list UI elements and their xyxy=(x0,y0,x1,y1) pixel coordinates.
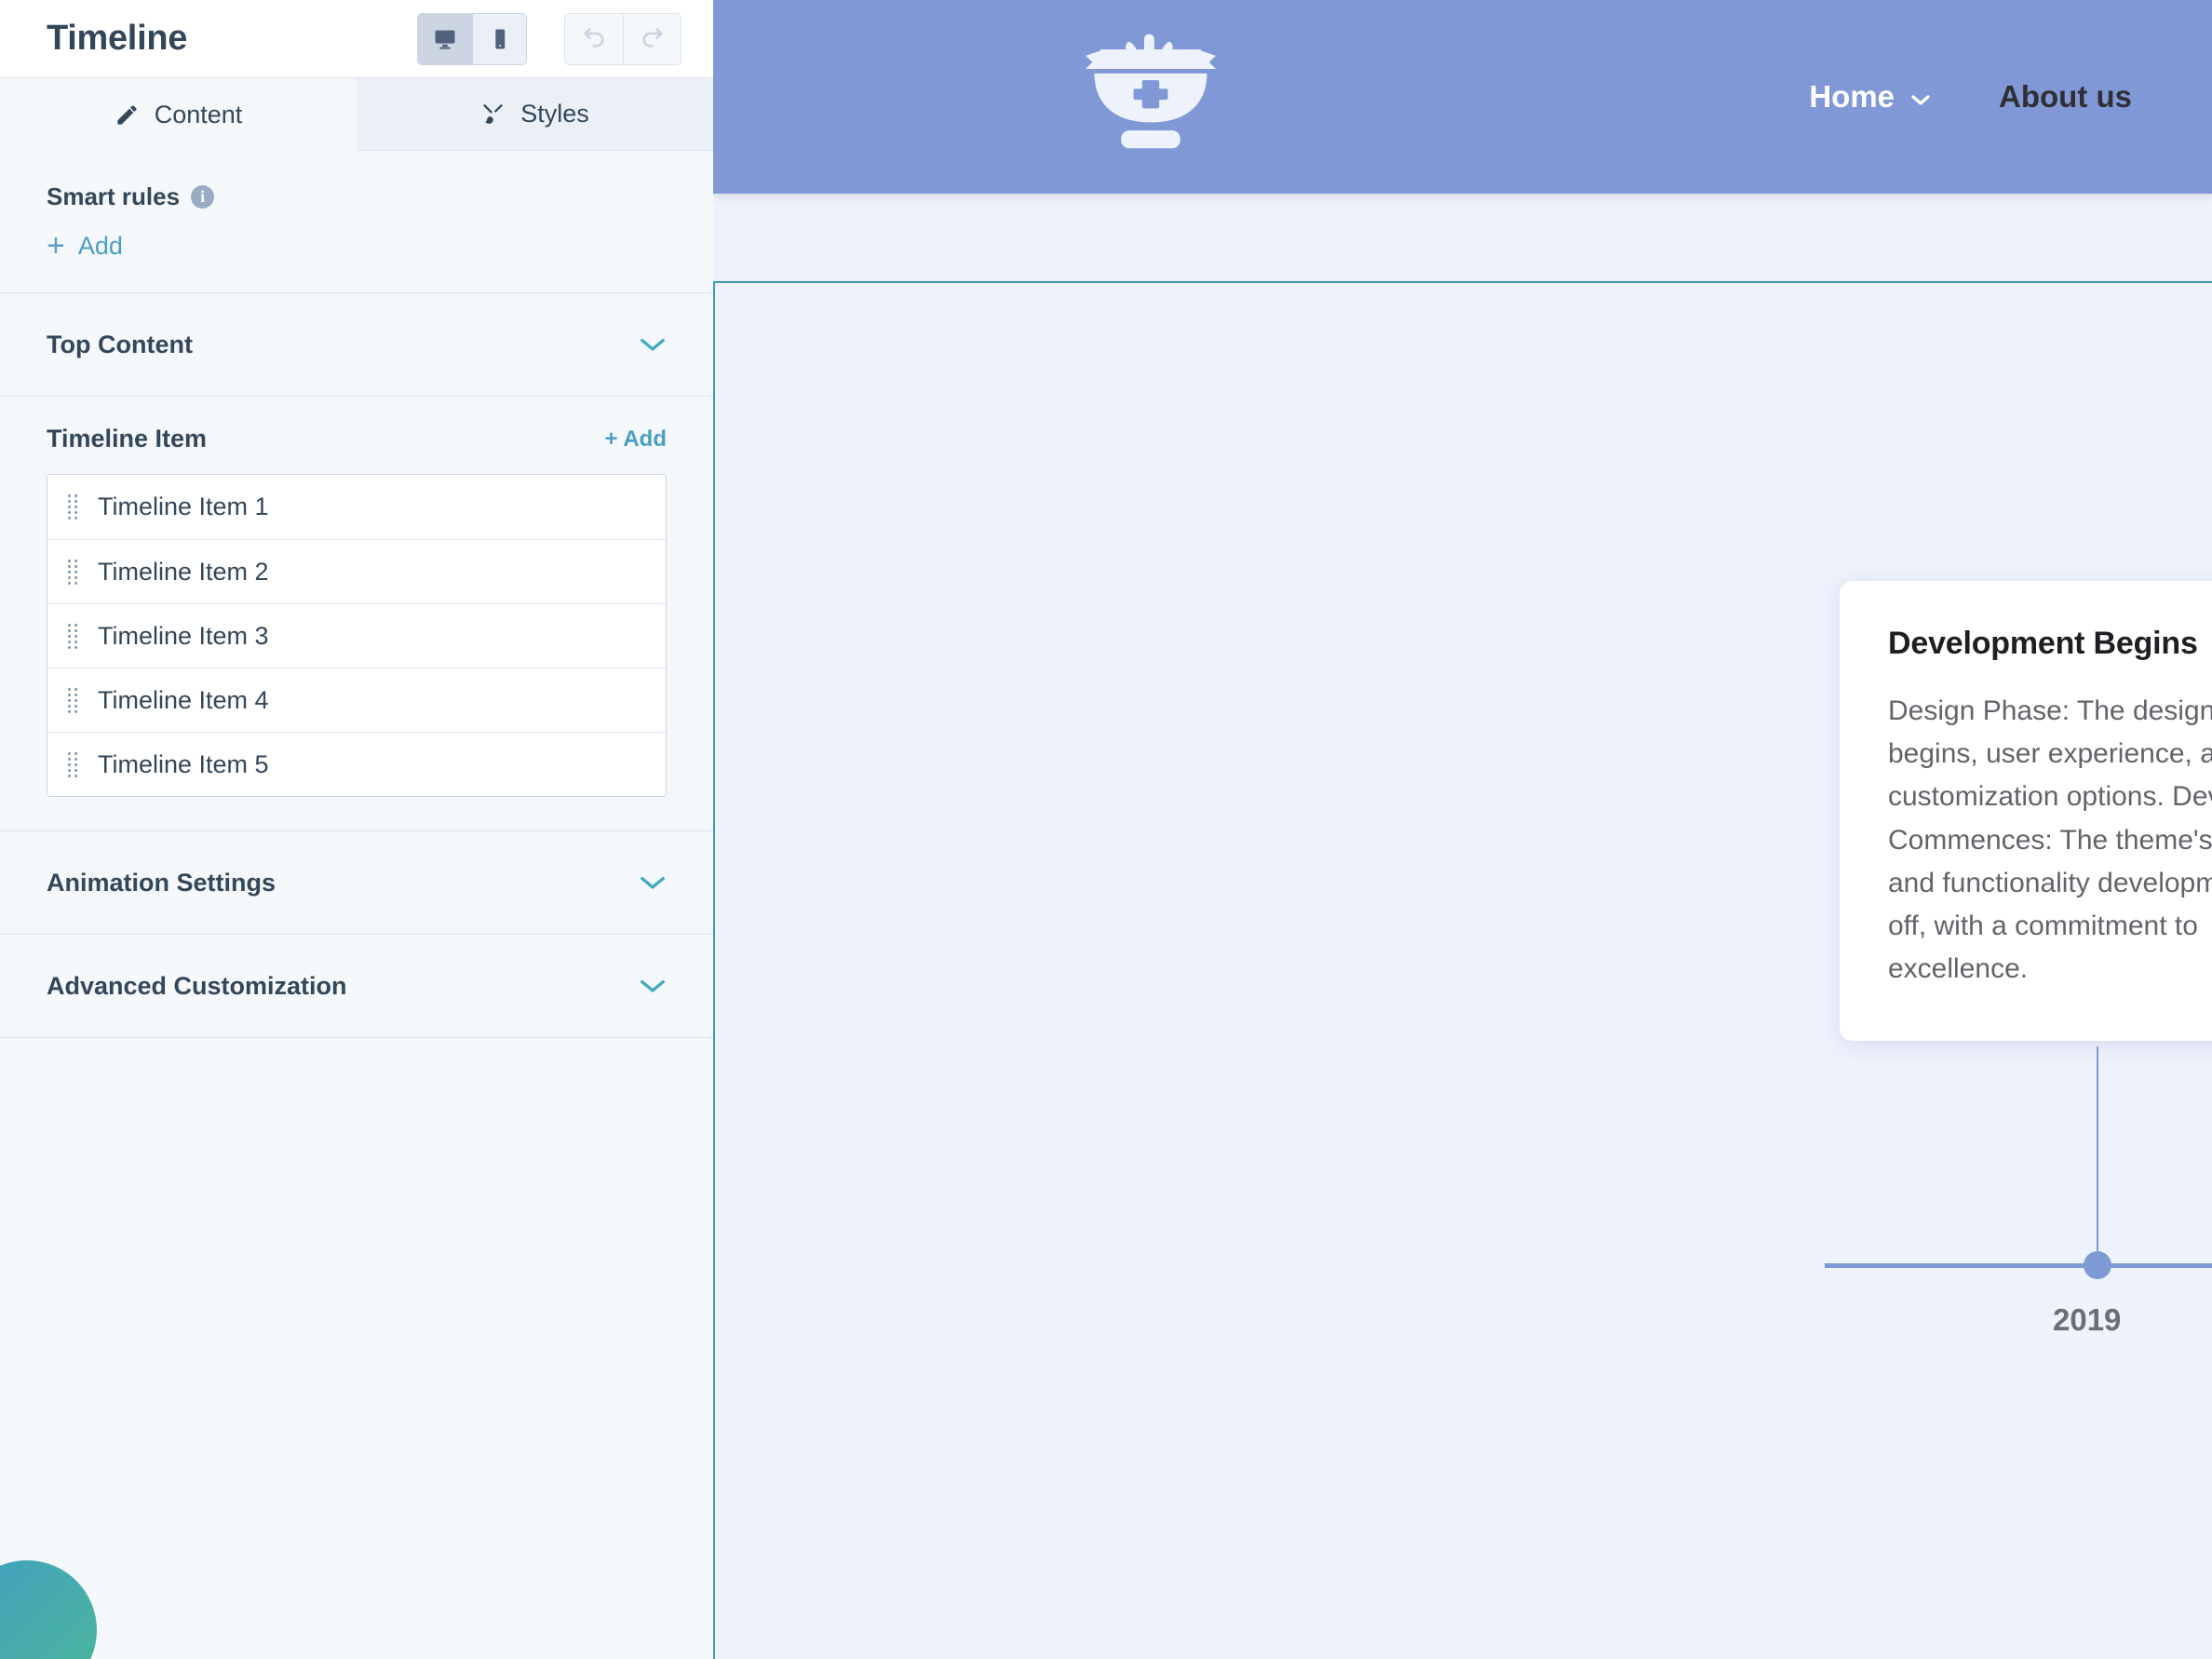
tab-content-label: Content xyxy=(154,100,243,128)
nav-item-home-label: Home xyxy=(1809,79,1895,114)
list-item[interactable]: Timeline Item 3 xyxy=(47,603,666,668)
list-item-label: Timeline Item 3 xyxy=(98,621,269,650)
timeline-card-body: Design Phase: The design process begins,… xyxy=(1888,695,2212,985)
animation-settings-label: Animation Settings xyxy=(47,868,276,897)
nav-item-home[interactable]: Home xyxy=(1809,79,1932,115)
top-content-label: Top Content xyxy=(47,330,193,358)
timeline-item-group-label: Timeline Item xyxy=(47,425,208,452)
smart-rules-label-row: Smart rules i xyxy=(47,182,667,211)
desktop-icon xyxy=(432,26,458,52)
sidebar-header: Timeline xyxy=(0,0,713,78)
animation-settings-section: Animation Settings xyxy=(0,831,713,935)
undo-button[interactable] xyxy=(565,13,623,64)
history-controls[interactable] xyxy=(564,12,681,65)
editor-sidebar: Timeline xyxy=(0,0,713,1659)
list-item-label: Timeline Item 1 xyxy=(98,492,269,520)
paintbrush-icon xyxy=(480,101,506,127)
chevron-down-icon xyxy=(639,874,667,891)
drag-handle-icon[interactable] xyxy=(68,623,77,649)
page-title: Timeline xyxy=(47,19,188,58)
top-content-section: Top Content xyxy=(0,293,713,397)
timeline-connector-2019 xyxy=(2097,1046,2098,1262)
desktop-preview-button[interactable] xyxy=(418,13,472,64)
info-icon[interactable]: i xyxy=(191,185,215,209)
advanced-customization-label: Advanced Customization xyxy=(47,971,347,1000)
redo-button[interactable] xyxy=(623,13,681,64)
timeline-dot-2019[interactable] xyxy=(2084,1251,2111,1279)
site-header: Home About us xyxy=(713,0,2212,194)
pharmacy-mortar-logo[interactable] xyxy=(1076,30,1225,165)
tab-styles-label: Styles xyxy=(520,100,589,128)
pencil-icon xyxy=(115,102,140,128)
tab-styles[interactable]: Styles xyxy=(357,78,713,151)
undo-icon xyxy=(579,22,609,55)
smart-rules-label: Smart rules xyxy=(47,182,181,210)
list-item[interactable]: Timeline Item 1 xyxy=(47,475,666,539)
mobile-icon xyxy=(487,26,513,52)
tab-content[interactable]: Content xyxy=(0,78,357,151)
timeline-card-2019[interactable]: Development Begins Design Phase: The des… xyxy=(1840,581,2212,1042)
timeline-item-add-button[interactable]: + Add xyxy=(604,425,667,452)
smart-rules-add-label: Add xyxy=(77,232,123,260)
smart-rules-section: Smart rules i + Add xyxy=(0,151,713,293)
drag-handle-icon[interactable] xyxy=(68,751,77,777)
smart-rules-add-button[interactable]: + Add xyxy=(47,227,667,263)
help-fab-icon[interactable] xyxy=(0,1560,97,1659)
device-preview-toggle[interactable] xyxy=(417,12,527,65)
drag-handle-icon[interactable] xyxy=(68,687,77,713)
list-item-label: Timeline Item 2 xyxy=(98,557,269,586)
drag-handle-icon[interactable] xyxy=(68,559,77,585)
timeline-axis xyxy=(1825,1263,2212,1268)
list-item-label: Timeline Item 4 xyxy=(98,685,269,714)
advanced-customization-toggle[interactable]: Advanced Customization xyxy=(47,935,667,1037)
list-item[interactable]: Timeline Item 2 xyxy=(47,539,666,603)
nav-item-about-us[interactable]: About us xyxy=(1999,79,2132,115)
mobile-preview-button[interactable] xyxy=(472,13,526,64)
timeline-card-title: Development Begins xyxy=(1888,626,2198,661)
redo-icon xyxy=(638,22,668,55)
chevron-down-icon xyxy=(1909,79,1932,115)
top-content-toggle[interactable]: Top Content xyxy=(47,293,667,396)
nav-item-about-us-label: About us xyxy=(1999,79,2132,114)
editor-tabs: Content Styles xyxy=(0,78,713,151)
timeline-item-list: Timeline Item 1 Timeline Item 2 Timeline… xyxy=(47,474,667,797)
site-nav: Home About us xyxy=(1809,79,2132,115)
list-item[interactable]: Timeline Item 5 xyxy=(47,732,666,796)
timeline-item-group-header: Timeline Item + Add xyxy=(47,425,667,453)
list-item-label: Timeline Item 5 xyxy=(98,749,269,778)
chevron-down-icon xyxy=(639,336,667,353)
drag-handle-icon[interactable] xyxy=(68,494,77,519)
timeline-module[interactable]: Development Begins Design Phase: The des… xyxy=(713,281,2212,1659)
sidebar-empty-area xyxy=(0,1038,713,1522)
preview-canvas: Home About us Development Begins Design … xyxy=(713,0,2212,1659)
timeline-year-2019: 2019 xyxy=(2053,1302,2122,1337)
plus-icon: + xyxy=(47,227,65,263)
timeline-item-group: Timeline Item + Add Timeline Item 1 Time… xyxy=(0,397,713,831)
animation-settings-toggle[interactable]: Animation Settings xyxy=(47,831,667,934)
advanced-customization-section: Advanced Customization xyxy=(0,935,713,1038)
list-item[interactable]: Timeline Item 4 xyxy=(47,668,666,732)
chevron-down-icon xyxy=(639,978,667,994)
